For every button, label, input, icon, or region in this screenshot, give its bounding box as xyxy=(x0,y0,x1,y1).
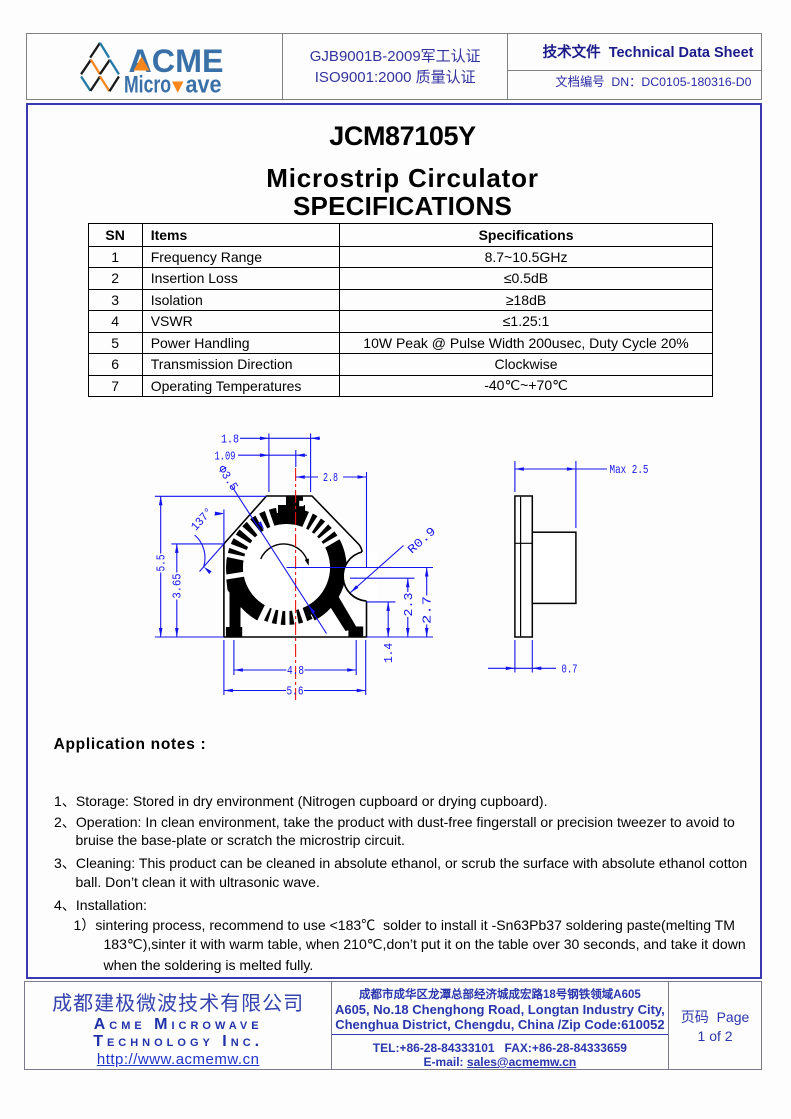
svg-text:3.65: 3.65 xyxy=(171,574,185,599)
svg-text:ave: ave xyxy=(186,72,222,99)
svg-text:R0.9: R0.9 xyxy=(405,525,439,557)
svg-text:Φ3.5: Φ3.5 xyxy=(214,463,240,493)
svg-text:Max 2.5: Max 2.5 xyxy=(610,463,649,477)
svg-text:Micro: Micro xyxy=(124,72,171,99)
svg-text:1.8: 1.8 xyxy=(221,433,239,447)
svg-text:1.09: 1.09 xyxy=(215,449,236,463)
svg-text:2.3: 2.3 xyxy=(402,593,416,617)
svg-text:0.7: 0.7 xyxy=(562,663,578,677)
svg-text:4.8: 4.8 xyxy=(287,664,304,678)
svg-text:2.7: 2.7 xyxy=(421,596,435,624)
svg-text:1.4: 1.4 xyxy=(382,643,396,663)
svg-text:137°: 137° xyxy=(188,505,216,534)
svg-text:5.6: 5.6 xyxy=(287,685,304,699)
svg-text:ACME: ACME xyxy=(129,43,224,79)
svg-text:2.8: 2.8 xyxy=(323,471,338,485)
svg-text:5.5: 5.5 xyxy=(155,555,169,572)
